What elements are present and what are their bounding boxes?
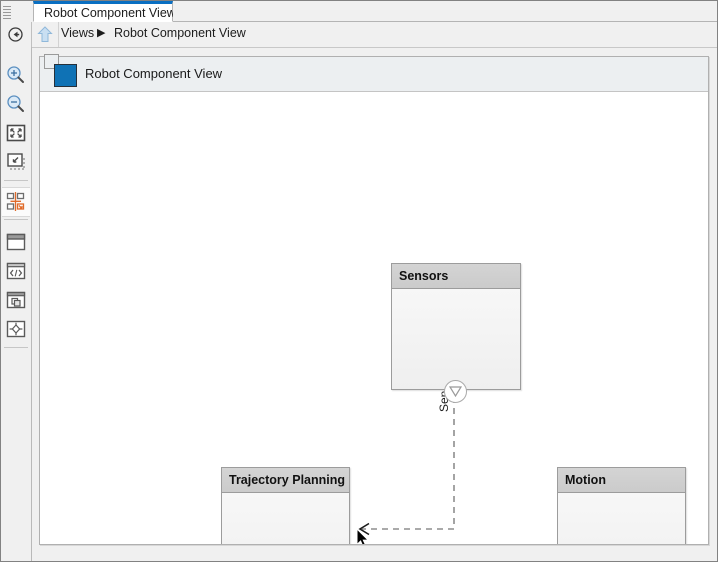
- node-motion[interactable]: Motion: [557, 467, 686, 544]
- view-editor-panel: Robot Component View SensorData Sensors: [39, 54, 709, 545]
- zoom-in-icon[interactable]: [2, 61, 30, 89]
- breadcrumb-bar: Views ▶ Robot Component View: [1, 22, 717, 48]
- view-icon: [54, 64, 77, 87]
- copy-window-icon[interactable]: [2, 286, 30, 314]
- up-arrow-icon[interactable]: [32, 22, 59, 47]
- sensor-out-port[interactable]: [444, 380, 467, 403]
- node-trajectory-planning[interactable]: Trajectory Planning: [221, 467, 350, 544]
- diagram-canvas[interactable]: SensorData Sensors Trajectory Planning: [40, 92, 708, 544]
- mouse-pointer: [356, 528, 370, 544]
- code-view-icon[interactable]: [2, 257, 30, 285]
- panel-title-bar: Robot Component View: [40, 54, 708, 92]
- breadcrumb-item-views[interactable]: Views: [61, 26, 95, 40]
- breadcrumb-item-robot-component-view[interactable]: Robot Component View: [114, 26, 246, 40]
- graph-view-icon[interactable]: [2, 315, 30, 343]
- page-title: Robot Component View: [85, 66, 223, 81]
- node-body-sensors: [392, 289, 520, 389]
- tab-strip: Robot Component View: [1, 1, 717, 23]
- tab-label: Robot Component View: [44, 6, 176, 20]
- node-body-trajectory-planning: [222, 493, 349, 544]
- zoom-out-icon[interactable]: [2, 90, 30, 118]
- sensordata-connector[interactable]: [40, 92, 708, 544]
- node-sensors[interactable]: Sensors: [391, 263, 521, 390]
- component-diagram-icon[interactable]: [2, 187, 30, 217]
- node-body-motion: [558, 493, 685, 544]
- drag-grip[interactable]: [3, 4, 11, 19]
- node-label-motion: Motion: [565, 473, 606, 487]
- node-header-motion: Motion: [558, 468, 685, 493]
- tab-robot-component-view[interactable]: Robot Component View: [33, 1, 176, 22]
- browse-window-icon[interactable]: [2, 228, 30, 256]
- node-label-sensors: Sensors: [399, 269, 449, 283]
- node-header-trajectory-planning: Trajectory Planning: [222, 468, 349, 493]
- node-header-sensors: Sensors: [392, 264, 520, 289]
- fit-to-window-icon[interactable]: [2, 119, 30, 147]
- left-toolbar: [1, 47, 32, 561]
- back-arrow-icon[interactable]: [1, 22, 32, 47]
- node-label-trajectory-planning: Trajectory Planning: [229, 473, 346, 487]
- tab-strip-empty-area: [173, 1, 717, 22]
- zoom-to-selection-icon[interactable]: [2, 148, 30, 176]
- breadcrumb-separator-icon: ▶: [97, 27, 106, 39]
